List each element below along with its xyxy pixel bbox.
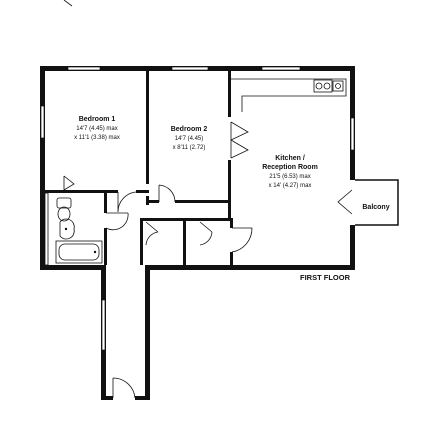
room-labels: Bedroom 1 14'7 (4.45) max x 11'1 (3.38) …: [74, 116, 390, 211]
bathroom-fixtures: [44, 192, 103, 266]
kitchen-name2: Reception Room: [262, 164, 318, 171]
kitchen-dim2: x 14' (4.27) max: [269, 183, 312, 189]
kitchen-fittings: [231, 78, 347, 112]
balcony-name: Balcony: [362, 204, 389, 211]
bedroom1-dim2: x 11'1 (3.38) max: [74, 135, 120, 141]
edge-mark: [63, 0, 73, 7]
bedroom1-name: Bedroom 1: [79, 116, 116, 123]
bedroom2-name: Bedroom 2: [171, 126, 208, 133]
interior-walls: [45, 71, 233, 265]
floor-label: FIRST FLOOR: [300, 273, 351, 282]
kitchen-dim1: 21'5 (6.53) max: [269, 174, 311, 180]
bedroom1-dim1: 14'7 (4.45) max: [76, 126, 118, 132]
doors: [63, 121, 353, 399]
balcony: [355, 179, 399, 226]
kitchen-name1: Kitchen /: [275, 155, 305, 162]
bedroom2-dim1: 14'7 (4.45): [175, 136, 204, 142]
bedroom2-dim2: x 8'11 (2.72): [173, 145, 206, 151]
windows: [40, 66, 355, 351]
